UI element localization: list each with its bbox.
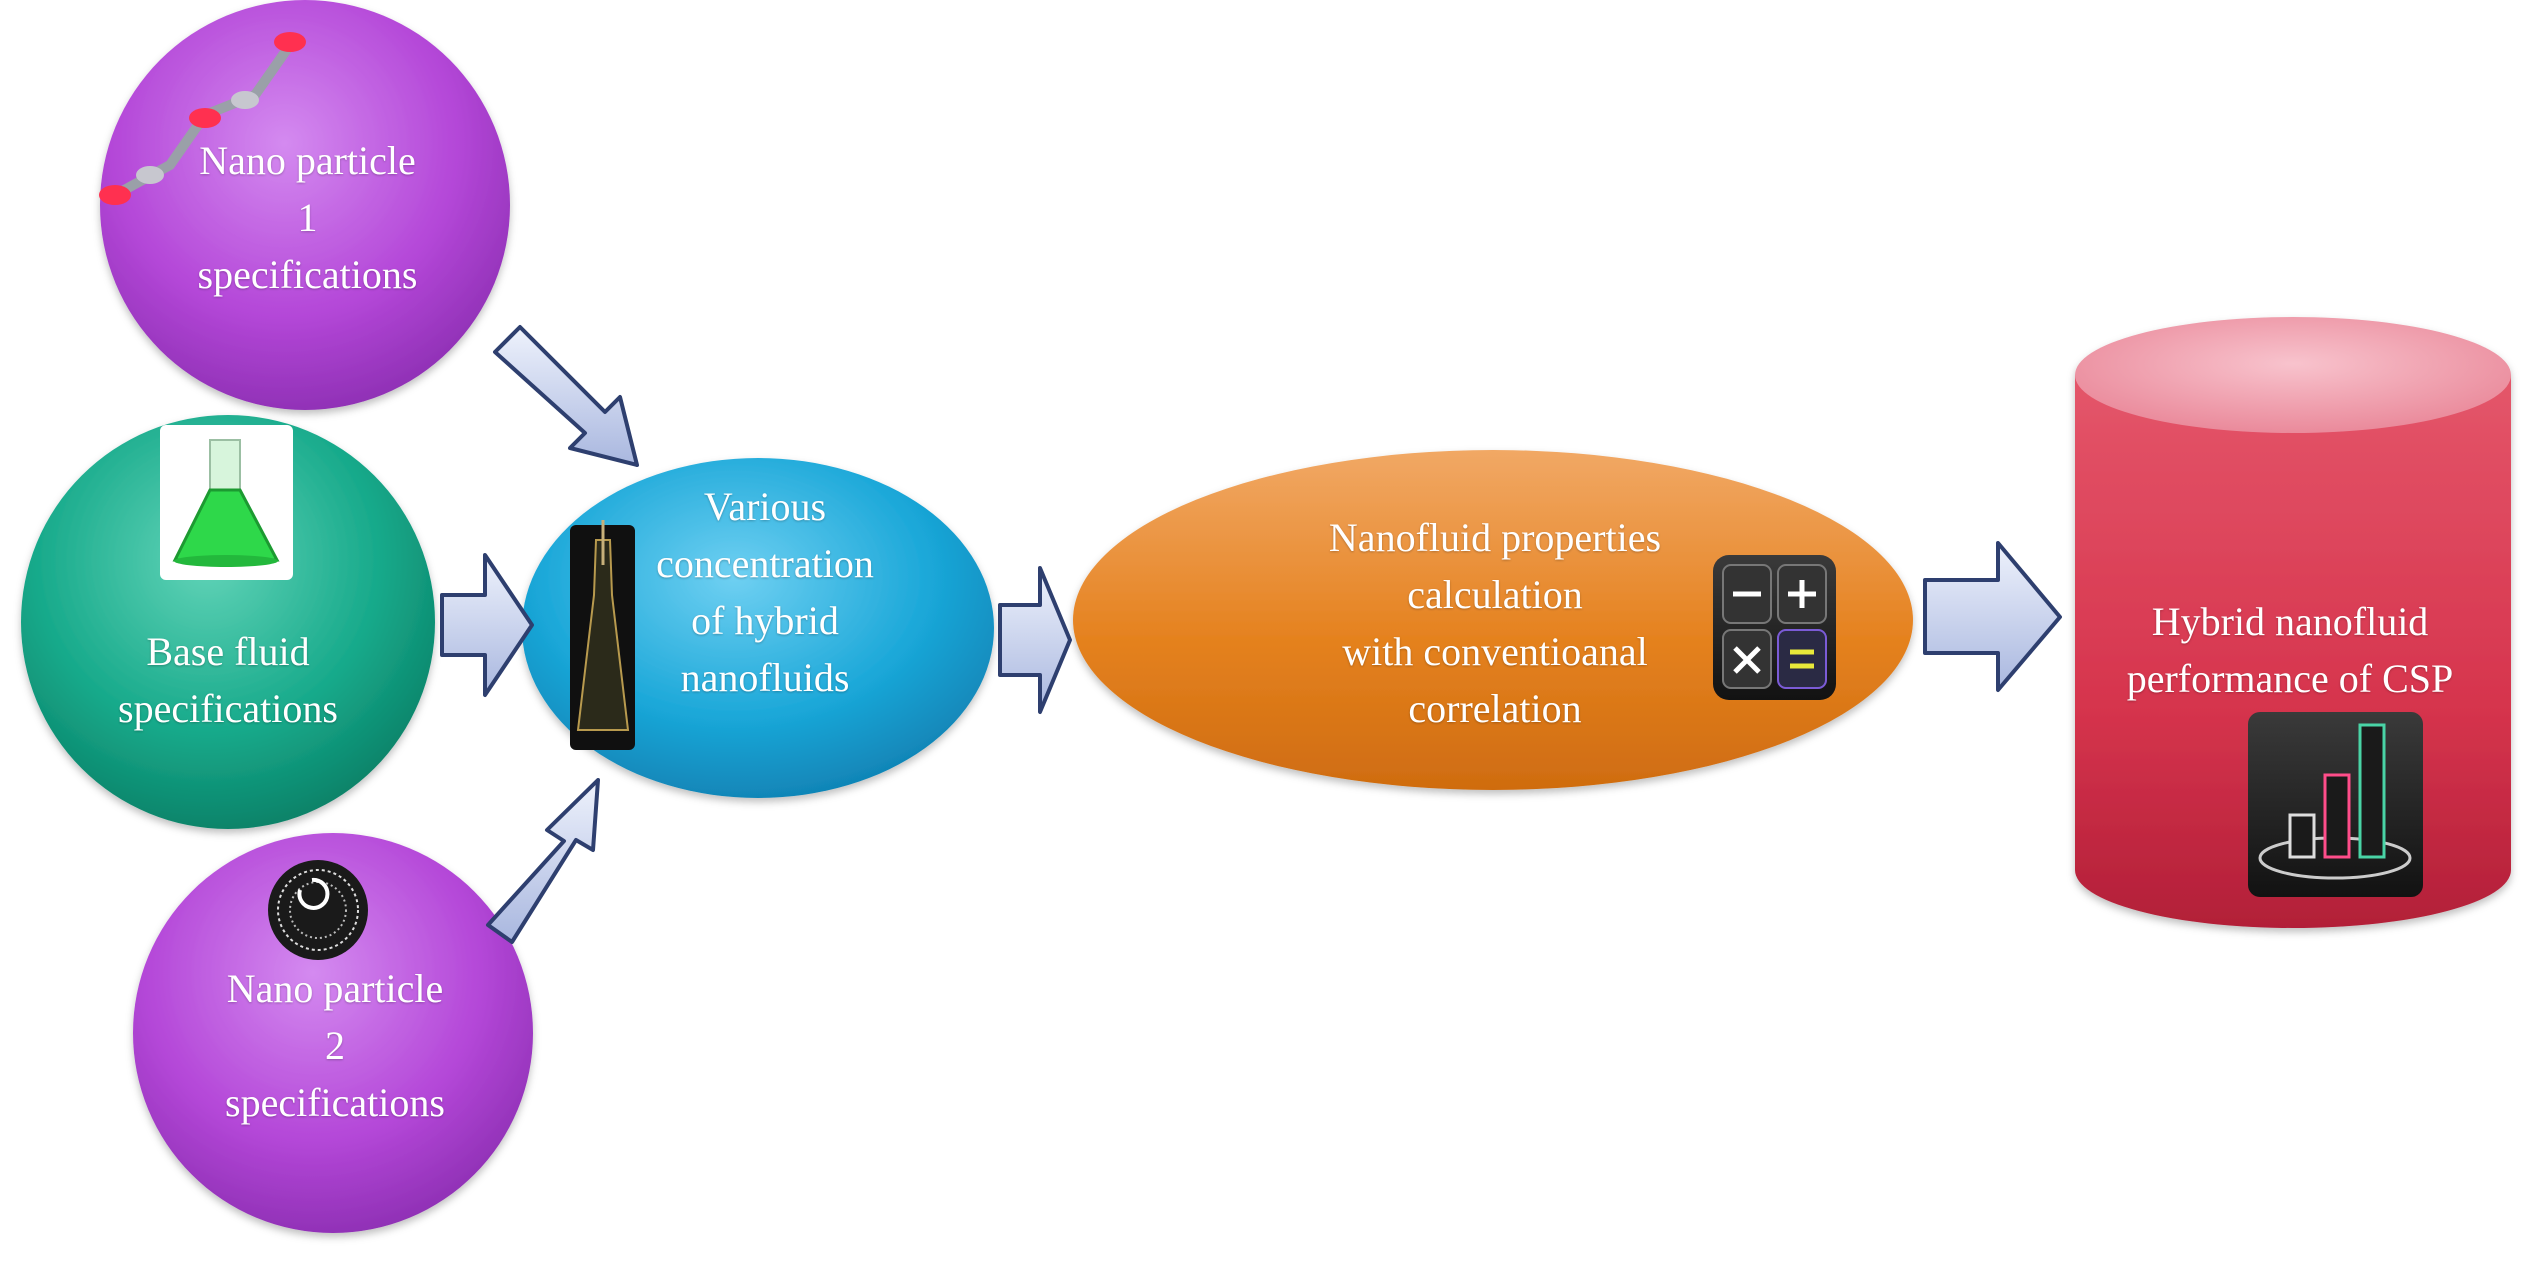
performance-label: Hybrid nanofluid performance of CSP (2090, 593, 2490, 707)
base-fluid-line-1: Base fluid (146, 629, 310, 674)
arrow-concentration-to-calculation (998, 566, 1072, 714)
nano-particle-2-node (133, 833, 533, 1233)
performance-line-1: Hybrid nanofluid (2151, 599, 2429, 644)
nanoparticle-sphere-icon (268, 860, 368, 960)
calculation-node (1073, 450, 1913, 790)
calculator-icon (1713, 555, 1836, 700)
concentration-node (522, 458, 994, 798)
arrow-nano1-to-concentration (493, 325, 639, 467)
calculation-line-2: calculation (1407, 572, 1583, 617)
performance-line-2: performance of CSP (2126, 656, 2454, 701)
bar-chart-icon (2248, 712, 2423, 897)
base-fluid-label: Base fluid specifications (78, 623, 378, 737)
bottle-icon (570, 520, 635, 750)
arrow-nano2-to-concentration (486, 778, 600, 944)
nano-particle-1-line-3: specifications (197, 252, 418, 297)
concentration-line-3: of hybrid (691, 598, 839, 643)
base-fluid-node (21, 415, 435, 829)
arrow-base-to-concentration (440, 553, 534, 697)
nano-particle-1-label: Nano particle 1 specifications (160, 132, 455, 303)
nano-particle-2-label: Nano particle 2 specifications (185, 960, 485, 1131)
concentration-line-2: concentration (656, 541, 874, 586)
calculation-line-3: with conventioanal (1342, 629, 1648, 674)
nano-particle-1-node (100, 0, 510, 410)
concentration-line-4: nanofluids (680, 655, 850, 700)
calculation-line-4: correlation (1408, 686, 1582, 731)
calculation-label: Nanofluid properties calculation with co… (1260, 509, 1730, 737)
nano-particle-1-line-2: 1 (297, 195, 318, 240)
concentration-line-1: Various (703, 484, 827, 529)
base-fluid-line-2: specifications (118, 686, 338, 731)
nano-particle-2-line-3: specifications (225, 1080, 445, 1125)
flask-icon (160, 425, 293, 580)
arrow-calculation-to-performance (1923, 541, 2062, 692)
concentration-label: Various concentration of hybrid nanoflui… (640, 478, 890, 706)
molecule-chain-icon (99, 32, 306, 205)
nano-particle-2-line-1: Nano particle (226, 966, 444, 1011)
nano-particle-2-line-2: 2 (325, 1023, 345, 1068)
nano-particle-1-line-1: Nano particle (199, 138, 416, 183)
calculation-line-1: Nanofluid properties (1328, 515, 1662, 560)
